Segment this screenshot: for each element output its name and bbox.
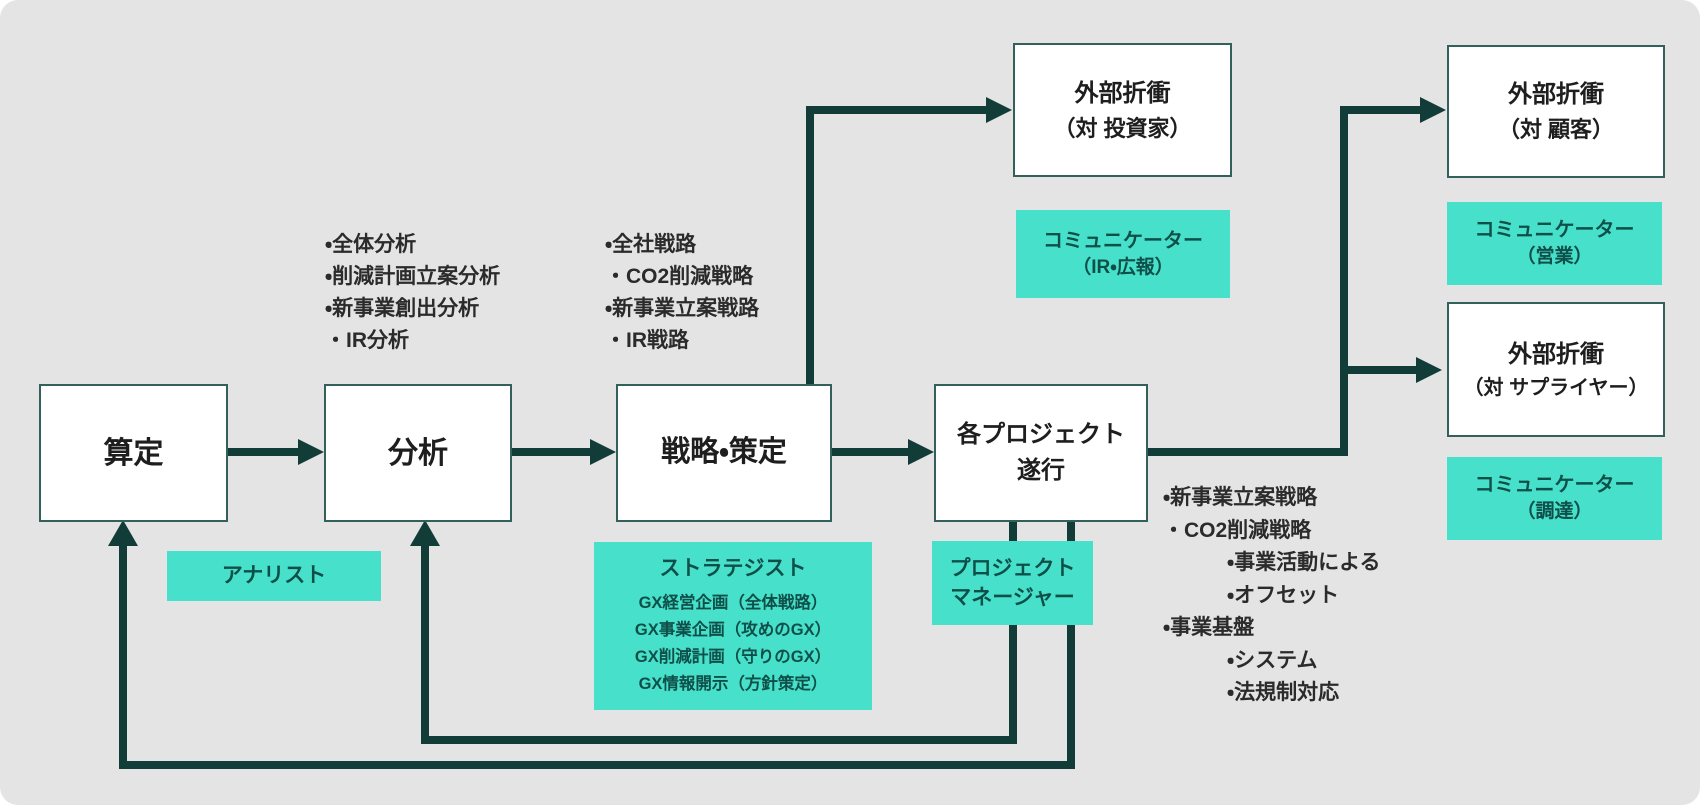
arrowhead-trunk-to-suppliers: [1416, 357, 1442, 383]
strategy-bullet-item: ・全社戦路: [605, 233, 697, 256]
strategy-bullet-list: ・全社戦路 ・CO2削減戦略 ・新事業立案戦路 ・IR戦路: [605, 229, 759, 357]
flow-box-calc-label: 算定: [103, 436, 164, 470]
arrow-trunk-to-customers: [1340, 106, 1420, 114]
analysis-bullet-list: ・全体分析 ・削減計画立案分析 ・新事業創出分析 ・IR分析: [325, 229, 500, 357]
external-investors-line2: （対 投資家）: [1053, 115, 1192, 141]
analysis-bullet-item: ・IR分析: [325, 329, 409, 352]
strategy-bullet-item: ・IR戦路: [605, 329, 689, 352]
feedback-inner-horizontal: [421, 736, 1017, 744]
projects-bullet-subitem: ・オフセット: [1227, 583, 1340, 607]
strategy-bullet-item: ・新事業立案戦路: [605, 297, 760, 320]
external-suppliers-line1: 外部折衝: [1508, 340, 1604, 368]
role-pm-line1: プロジェクト: [949, 556, 1076, 580]
analysis-bullet-item: ・全体分析: [325, 233, 417, 256]
role-analyst: アナリスト: [167, 551, 381, 601]
strategy-bullet-item: ・CO2削減戦略: [605, 265, 754, 288]
flow-box-projects: 各プロジェクト 遂行: [934, 384, 1148, 522]
arrow-right-trunk-vertical: [1340, 106, 1348, 456]
flow-box-analysis-label: 分析: [388, 436, 448, 470]
role-comm-procurement-line2: （調達）: [1516, 501, 1593, 523]
role-communicator-procurement: コミュニケーター （調達）: [1447, 457, 1662, 540]
role-comm-ir-line2: （IR・広報）: [1072, 256, 1174, 278]
arrow-trunk-to-suppliers: [1348, 366, 1416, 374]
projects-bullet-item: ・事業基盤: [1163, 616, 1255, 639]
arrowhead-feedback-to-analysis: [410, 520, 440, 546]
feedback-outer-left-vertical: [119, 546, 127, 769]
feedback-outer-right-vertical: [1067, 518, 1075, 769]
role-comm-sales-line1: コミュニケーター: [1474, 219, 1635, 242]
arrow-strategy-to-investors-vertical: [806, 106, 814, 385]
role-comm-procurement-line1: コミュニケーター: [1474, 474, 1635, 497]
external-box-suppliers: 外部折衝 （対 サプライヤー）: [1447, 302, 1665, 437]
flow-box-analysis: 分析: [324, 384, 512, 522]
arrow-calc-to-analysis: [228, 448, 302, 456]
arrow-strategy-to-projects: [832, 448, 910, 456]
arrowhead-analysis-to-strategy: [590, 439, 616, 465]
projects-bullet-subitem: ・システム: [1227, 648, 1318, 672]
analysis-bullet-item: ・新事業創出分析: [325, 297, 480, 320]
projects-bullet-item: ・新事業立案戦略: [1163, 486, 1318, 509]
arrowhead-feedback-to-calc: [108, 520, 138, 546]
external-box-investors: 外部折衝 （対 投資家）: [1013, 43, 1232, 177]
role-comm-sales-line2: （営業）: [1516, 246, 1593, 268]
arrow-strategy-to-investors-horizontal: [806, 106, 988, 114]
role-communicator-sales: コミュニケーター （営業）: [1447, 202, 1662, 285]
external-box-customers: 外部折衝 （対 顧客）: [1447, 45, 1665, 178]
arrowhead-strategy-to-projects: [908, 439, 934, 465]
external-customers-line2: （対 顧客）: [1497, 117, 1615, 142]
arrow-projects-to-trunk: [1148, 448, 1348, 456]
flow-box-projects-label-line1: 各プロジェクト: [957, 421, 1125, 448]
role-project-manager: プロジェクト マネージャー: [932, 541, 1093, 625]
arrowhead-trunk-to-customers: [1420, 97, 1446, 123]
feedback-inner-left-vertical: [421, 546, 429, 744]
analysis-bullet-item: ・削減計画立案分析: [325, 265, 501, 288]
role-pm-line2: マネージャー: [950, 586, 1075, 609]
role-strategist-item: GX削減計画（守りのGX）: [634, 647, 832, 666]
role-strategist: ストラテジスト GX経営企画（全体戦路） GX事業企画（攻めのGX） GX削減計…: [594, 542, 872, 710]
flow-box-strategy: 戦略・策定: [616, 384, 832, 522]
arrowhead-calc-to-analysis: [298, 439, 324, 465]
role-strategist-item: GX事業企画（攻めのGX）: [634, 620, 832, 639]
feedback-outer-horizontal: [119, 761, 1075, 769]
role-strategist-item: GX経営企画（全体戦路）: [638, 593, 828, 612]
external-customers-line1: 外部折衝: [1508, 81, 1604, 108]
arrow-analysis-to-strategy: [512, 448, 592, 456]
projects-bullet-subitem: ・法規制対応: [1227, 681, 1340, 704]
arrowhead-strategy-to-investors: [986, 97, 1012, 123]
projects-bullet-subitem: ・事業活動による: [1227, 551, 1381, 574]
external-suppliers-line2: （対 サプライヤー）: [1463, 376, 1649, 399]
role-comm-ir-line1: コミュニケーター: [1043, 229, 1203, 252]
role-communicator-ir: コミュニケーター （IR・広報）: [1016, 210, 1230, 298]
role-strategist-item: GX情報開示（方針策定）: [638, 674, 828, 693]
feedback-inner-right-vertical: [1009, 518, 1017, 744]
role-strategist-title: ストラテジスト: [659, 557, 807, 581]
flow-box-calc: 算定: [39, 384, 228, 522]
role-strategist-items: GX経営企画（全体戦路） GX事業企画（攻めのGX） GX削減計画（守りのGX）…: [635, 590, 831, 698]
flow-box-strategy-label: 戦略・策定: [661, 436, 787, 469]
projects-bullet-list: ・新事業立案戦略 ・CO2削減戦略 ・事業活動による ・オフセット ・事業基盤 …: [1163, 482, 1381, 710]
flow-box-projects-label-line2: 遂行: [1017, 457, 1065, 484]
projects-bullet-item: ・CO2削減戦略: [1163, 518, 1312, 542]
external-investors-line1: 外部折衝: [1074, 79, 1171, 107]
role-analyst-label: アナリスト: [221, 564, 327, 588]
